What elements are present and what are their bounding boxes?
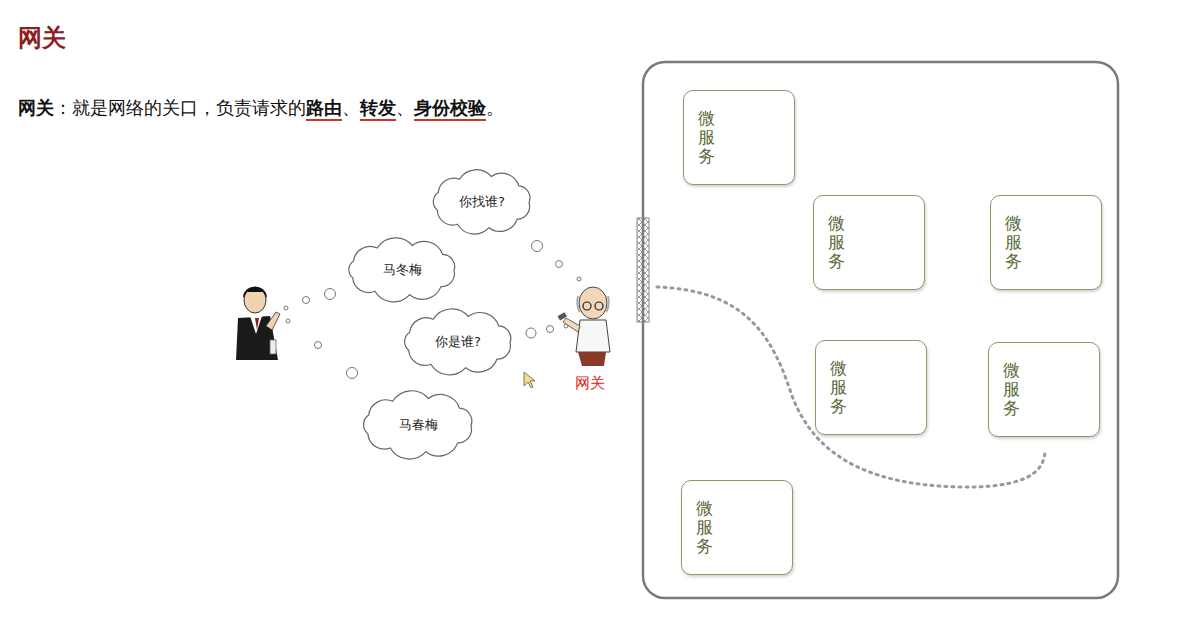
service-name: 微服务 xyxy=(830,359,847,415)
sentence-part: ：就是网络的关口，负责请求的 xyxy=(54,97,306,118)
microservice-box: 微服务 xyxy=(990,195,1102,290)
speech-text: 你是谁? xyxy=(435,333,481,351)
visitor-figure xyxy=(236,287,280,360)
speech-text: 你找谁? xyxy=(459,193,505,211)
microservice-box: 微服务 xyxy=(681,480,793,575)
gateway-label: 网关 xyxy=(575,374,605,393)
sentence-part: 。 xyxy=(486,97,504,118)
route-path xyxy=(657,287,1045,487)
thought-cloud: 你找谁? xyxy=(430,171,534,233)
gateway-figure xyxy=(558,287,610,366)
service-name: 微服务 xyxy=(696,499,713,555)
speech-text: 马冬梅 xyxy=(383,261,422,279)
definition-text: 网关：就是网络的关口，负责请求的路由、转发、身份校验。 xyxy=(18,96,504,120)
speech-text: 马春梅 xyxy=(399,416,438,434)
thought-cloud: 马春梅 xyxy=(360,393,476,457)
microservice-box: 微服务 xyxy=(988,342,1100,437)
sentence-part: 网关 xyxy=(18,97,54,118)
service-name: 微服务 xyxy=(828,214,845,270)
sentence-part: 、 xyxy=(396,97,414,118)
service-cluster xyxy=(643,62,1118,598)
thought-cloud: 马冬梅 xyxy=(345,240,459,300)
keyword: 身份校验 xyxy=(414,97,486,118)
keyword: 路由 xyxy=(306,97,342,118)
microservice-box: 微服务 xyxy=(815,340,927,435)
gate xyxy=(637,218,649,322)
sentence-part: 、 xyxy=(342,97,360,118)
mouse-cursor xyxy=(524,372,535,388)
page-title: 网关 xyxy=(18,22,66,54)
service-name: 微服务 xyxy=(1003,361,1020,417)
thought-cloud: 你是谁? xyxy=(401,311,515,373)
microservice-box: 微服务 xyxy=(683,90,795,185)
service-name: 微服务 xyxy=(698,109,715,165)
service-name: 微服务 xyxy=(1005,214,1022,270)
microservice-box: 微服务 xyxy=(813,195,925,290)
keyword: 转发 xyxy=(360,97,396,118)
